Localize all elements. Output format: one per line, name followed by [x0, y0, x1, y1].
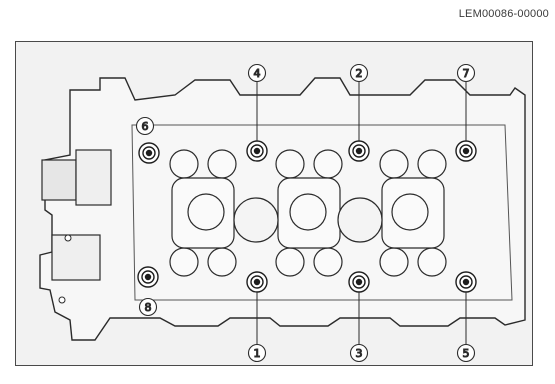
- callout-1: 1: [247, 343, 267, 363]
- callout-2: 2: [349, 63, 369, 83]
- bolt-4: [246, 140, 268, 162]
- bolt-3: [348, 271, 370, 293]
- callout-3: 3: [349, 343, 369, 363]
- callouts: 4 2 7 6 8 1 3 5: [135, 63, 476, 363]
- callout-7-label: 7: [463, 67, 470, 80]
- callout-4-label: 4: [254, 67, 261, 80]
- callout-3-label: 3: [356, 347, 363, 360]
- callout-1-label: 1: [254, 347, 261, 360]
- cylinder-2-valves: [275, 149, 343, 277]
- figure-reference-code: LEM00086-00000: [458, 8, 549, 20]
- mount-hole-upper: [64, 234, 72, 242]
- bolt-1: [246, 271, 268, 293]
- callout-5: 5: [456, 343, 476, 363]
- cam-housing-block: [75, 149, 112, 206]
- bolt-6: [138, 142, 160, 164]
- cam-sprocket-housing: [41, 159, 77, 201]
- callout-8-label: 8: [145, 301, 152, 314]
- callout-5-label: 5: [463, 347, 470, 360]
- cylinder-1-valves: [169, 149, 237, 277]
- callout-7: 7: [456, 63, 476, 83]
- cylinder-head-inner-rim: [131, 124, 513, 301]
- bolt-8: [137, 266, 159, 288]
- callout-2-label: 2: [356, 67, 363, 80]
- head-bolts: [137, 140, 477, 293]
- callout-6-label: 6: [142, 120, 149, 133]
- callout-6: 6: [135, 116, 155, 136]
- cylinder-3-valves: [379, 149, 447, 277]
- bolt-2: [348, 140, 370, 162]
- leader-lines: [256, 82, 467, 344]
- mount-hole-lower: [58, 296, 66, 304]
- intermediate-bores: [233, 197, 383, 243]
- lower-mount-block: [51, 234, 101, 281]
- bolt-7: [455, 140, 477, 162]
- callout-4: 4: [247, 63, 267, 83]
- bolt-5: [455, 271, 477, 293]
- callout-8: 8: [138, 297, 158, 317]
